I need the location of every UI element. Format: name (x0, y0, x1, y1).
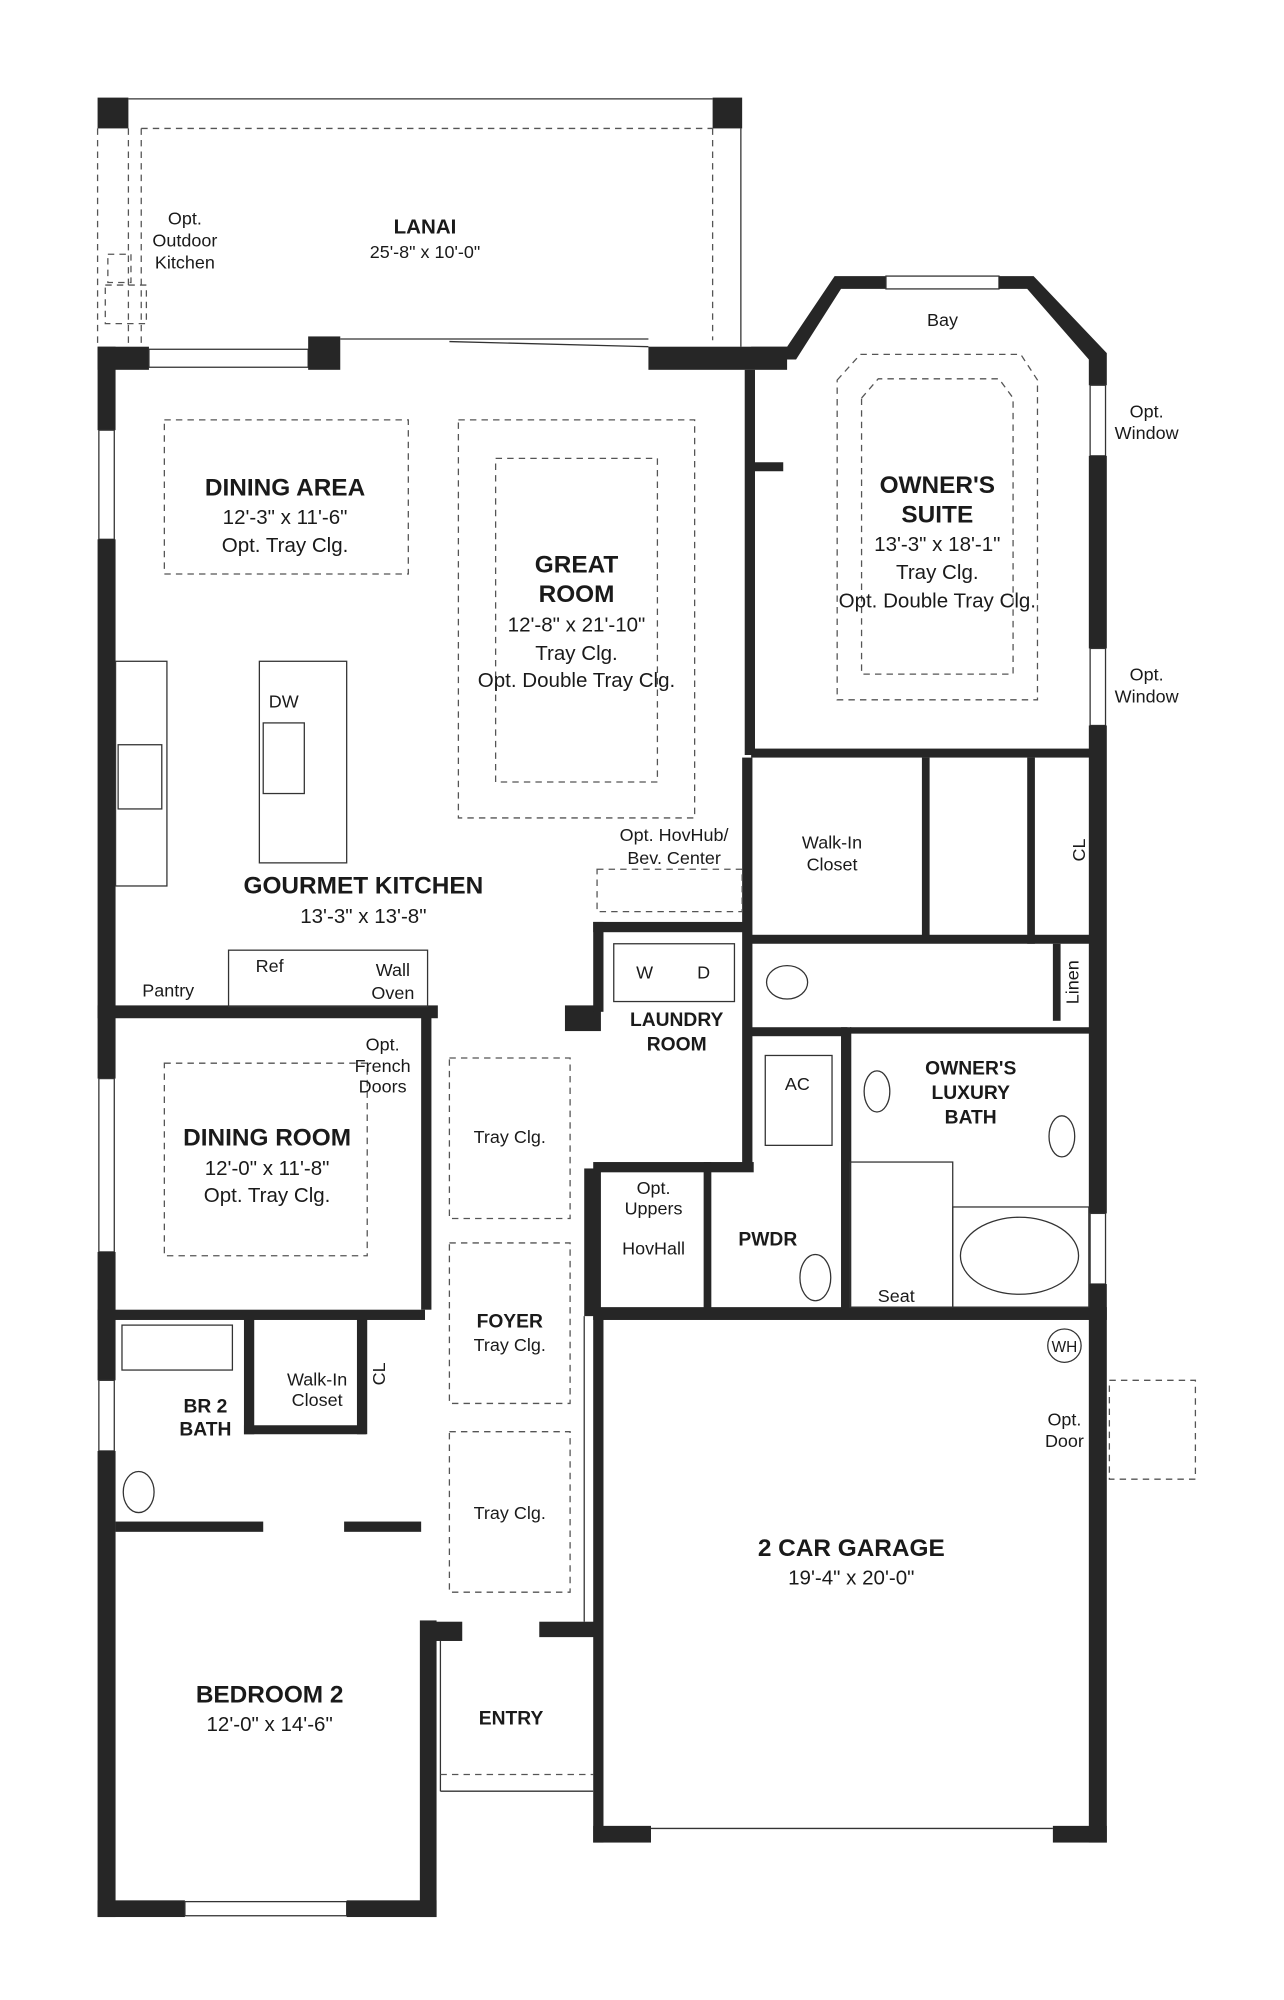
fixtures (114, 660, 1090, 1514)
hovhub-label: Opt. HovHub/ (620, 825, 729, 845)
french-doors-label: Doors (359, 1077, 407, 1097)
laundry-label: LAUNDRY (630, 1010, 724, 1031)
owners-suite-label: SUITE (901, 502, 973, 529)
owners-suite-note: Tray Clg. (896, 561, 979, 584)
outdoor-kitchen-label: Kitchen (155, 252, 215, 272)
walk-in-closet-label: Closet (292, 1390, 343, 1410)
owners-suite-label: OWNER'S (880, 472, 995, 499)
dishwasher-label: DW (269, 692, 299, 712)
dining-room-label: DINING ROOM (183, 1124, 351, 1151)
pantry-label: Pantry (142, 980, 194, 1000)
owners-bath-label: OWNER'S (925, 1059, 1016, 1080)
walk-in-closet-label: Walk-In (287, 1369, 347, 1389)
opt-door-label: Door (1045, 1431, 1084, 1451)
garage-size: 19'-4" x 20'-0" (788, 1566, 914, 1589)
opt-window-label: Window (1115, 686, 1180, 706)
outdoor-kitchen-label: Outdoor (152, 231, 217, 251)
bay-label: Bay (927, 310, 958, 330)
lanai-label: LANAI (394, 216, 457, 239)
foyer-label: FOYER (477, 1312, 543, 1333)
br2-bath-label: BR 2 (184, 1396, 228, 1417)
tray-ceiling-label: Tray Clg. (474, 1127, 546, 1147)
opt-uppers-label: Uppers (625, 1199, 683, 1219)
dining-room-note: Opt. Tray Clg. (204, 1184, 331, 1207)
powder-room-label: PWDR (738, 1230, 797, 1251)
opt-uppers-label: Opt. (637, 1178, 671, 1198)
owners-suite-size: 13'-3" x 18'-1" (874, 533, 1000, 556)
lanai-size: 25'-8" x 10'-0" (370, 242, 481, 262)
kitchen-label: GOURMET KITCHEN (244, 873, 484, 900)
great-room-note: Tray Clg. (535, 642, 618, 665)
opt-window-label: Opt. (1130, 401, 1164, 421)
hovhall-label: HovHall (622, 1238, 685, 1258)
great-room-size: 12'-8" x 21'-10" (508, 614, 646, 637)
outdoor-kitchen-label: Opt. (168, 209, 202, 229)
walls (97, 275, 1107, 1918)
owners-suite-note: Opt. Double Tray Clg. (839, 589, 1036, 612)
closet-label: CL (1069, 839, 1089, 862)
dining-area-size: 12'-3" x 11'-6" (223, 506, 348, 529)
owners-bath-label: LUXURY (931, 1083, 1010, 1104)
owners-bath-label: BATH (945, 1108, 997, 1129)
walk-in-closet-label: Walk-In (802, 833, 862, 853)
bedroom2-label: BEDROOM 2 (196, 1682, 344, 1709)
linen-label: Linen (1063, 960, 1083, 1004)
tray-ceiling-label: Tray Clg. (474, 1503, 546, 1523)
entry-label: ENTRY (479, 1708, 544, 1729)
wall-oven-label: Oven (371, 983, 414, 1003)
foyer-note: Tray Clg. (474, 1335, 546, 1355)
br2-bath-label: BATH (179, 1420, 231, 1441)
dining-room-size: 12'-0" x 11'-8" (205, 1157, 330, 1180)
french-doors-label: French (355, 1056, 411, 1076)
washer-label: W (636, 962, 653, 982)
great-room-note: Opt. Double Tray Clg. (478, 669, 675, 692)
hovhub-label: Bev. Center (627, 848, 721, 868)
opt-window-label: Opt. (1130, 665, 1164, 685)
seat-label: Seat (878, 1286, 915, 1306)
walk-in-closet-label: Closet (807, 855, 858, 875)
closet-label: CL (369, 1362, 389, 1385)
dining-area-note: Opt. Tray Clg. (222, 534, 349, 557)
dryer-label: D (697, 962, 710, 982)
garage-label: 2 CAR GARAGE (758, 1535, 945, 1562)
laundry-label: ROOM (647, 1034, 707, 1055)
french-doors-label: Opt. (366, 1034, 400, 1054)
opt-window-label: Window (1115, 423, 1180, 443)
great-room-label: GREAT (535, 552, 619, 579)
refrigerator-label: Ref (256, 956, 285, 976)
bedroom2-size: 12'-0" x 14'-6" (206, 1713, 332, 1736)
dining-area-label: DINING AREA (205, 475, 365, 502)
opt-door-label: Opt. (1047, 1409, 1081, 1429)
wall-oven-label: Wall (376, 960, 410, 980)
lanai-outline (96, 97, 743, 347)
kitchen-size: 13'-3" x 13'-8" (300, 905, 426, 928)
tray-ceiling-outlines (163, 353, 1197, 1593)
water-heater-label: WH (1052, 1339, 1078, 1356)
ac-label: AC (785, 1074, 810, 1094)
great-room-label: ROOM (539, 581, 615, 608)
